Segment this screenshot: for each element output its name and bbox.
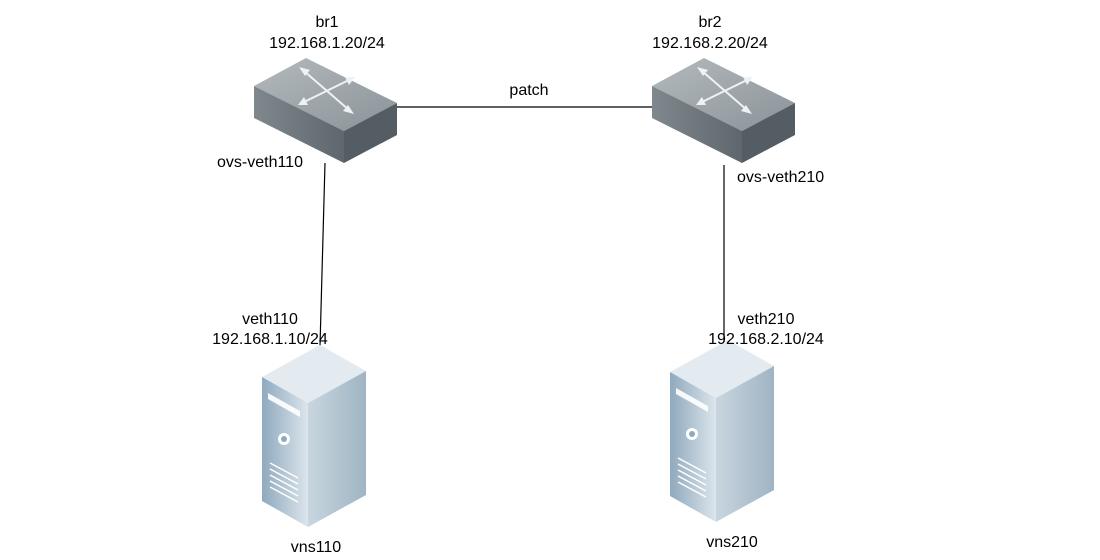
vns210-ip-label: 192.168.2.10/24 <box>708 331 824 348</box>
vns210-name-label: vns210 <box>706 534 758 551</box>
br2-port-label: ovs-veth210 <box>737 169 824 186</box>
vns110-iface-label: veth110 <box>242 311 298 328</box>
br1-to-vns110-link <box>319 162 326 347</box>
vns110-name-label: vns110 <box>291 539 342 556</box>
br1-name-label: br1 <box>315 14 338 31</box>
patch-label: patch <box>509 82 548 99</box>
vns110-ip-label: 192.168.1.10/24 <box>212 331 328 348</box>
server-vns210-icon[interactable] <box>670 340 774 522</box>
server-vns110-icon[interactable] <box>262 345 366 527</box>
br1-port-label: ovs-veth110 <box>217 154 303 171</box>
br1-ip-label: 192.168.1.20/24 <box>269 35 385 52</box>
br2-ip-label: 192.168.2.20/24 <box>652 35 768 52</box>
switch-br1-icon[interactable] <box>254 58 397 163</box>
br2-name-label: br2 <box>698 14 721 31</box>
vns210-iface-label: veth210 <box>738 311 795 328</box>
switch-br2-icon[interactable] <box>652 58 795 163</box>
